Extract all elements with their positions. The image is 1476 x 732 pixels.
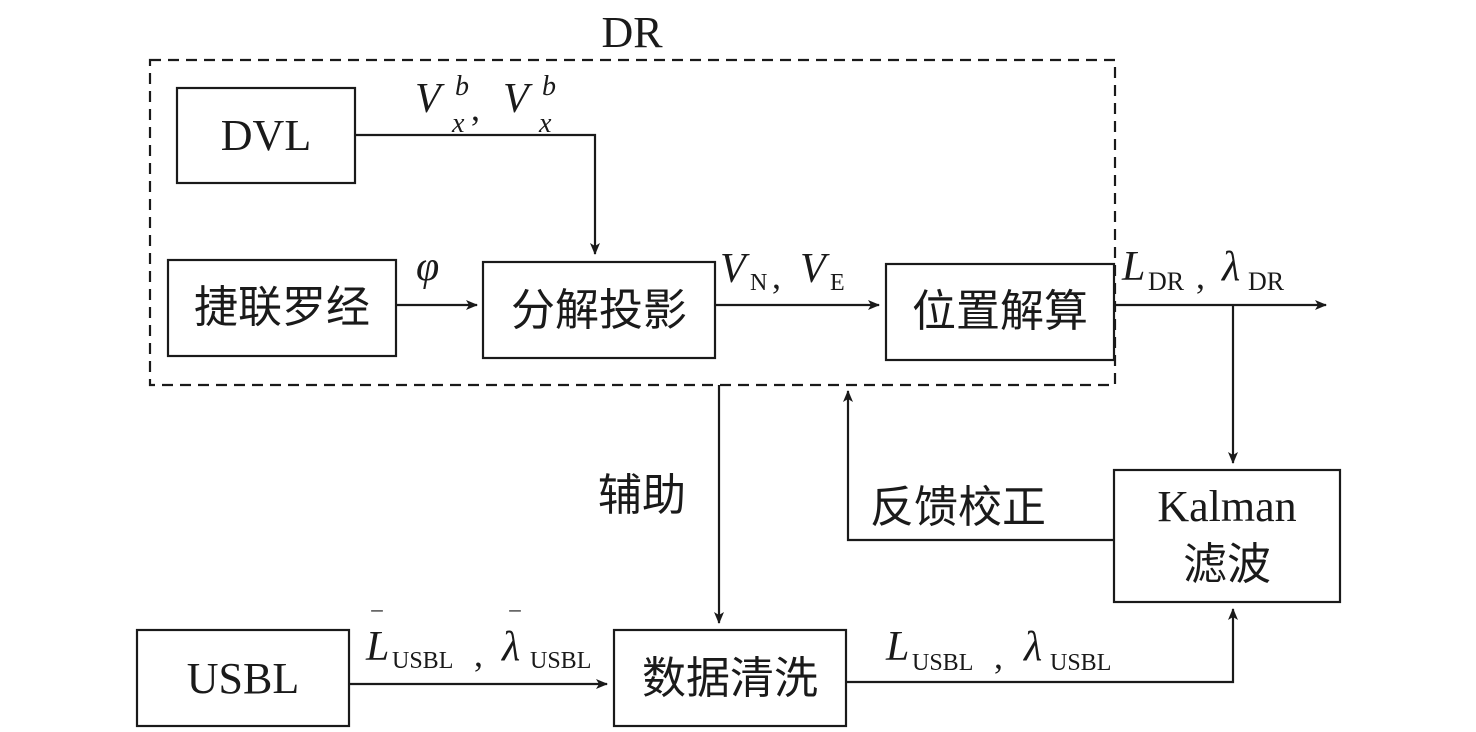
compass-block-label: 捷联罗经 bbox=[194, 283, 370, 332]
dvl-vel-sub-2: x bbox=[538, 108, 552, 139]
cleaning-to-kalman-arrow bbox=[846, 608, 1238, 684]
usbl-clean-sub-1: USBL bbox=[912, 650, 973, 676]
usbl-clean-label: L USBL , λ USBL bbox=[885, 624, 1111, 676]
dvl-vel-symbol-2: V bbox=[503, 76, 533, 122]
usbl-clean-symbol-1: L bbox=[885, 624, 909, 670]
dvl-vel-sup-2: b bbox=[542, 71, 556, 102]
dvl-vel-comma: , bbox=[471, 88, 480, 128]
usbl-raw-bar-1: ‾ bbox=[371, 608, 383, 641]
usbl-clean-comma: , bbox=[994, 636, 1003, 676]
compass-block: 捷联罗经 bbox=[166, 258, 398, 358]
feedback-label: 反馈校正 bbox=[870, 483, 1046, 532]
dvl-velocity-label: V b x , V b x bbox=[415, 71, 556, 139]
dr-out-symbol-2: λ bbox=[1220, 244, 1240, 290]
usbl-raw-symbol-1: L bbox=[365, 624, 389, 670]
feedback-correction-arrow bbox=[843, 390, 1114, 542]
dr-output-label: L DR , λ DR bbox=[1121, 244, 1285, 296]
kalman-block-label-line1: Kalman bbox=[1157, 482, 1296, 531]
cleaning-block-label: 数据清洗 bbox=[642, 654, 818, 703]
position-block: 位置解算 bbox=[884, 262, 1116, 362]
nav-vel-comma: , bbox=[772, 256, 781, 296]
cleaning-block: 数据清洗 bbox=[612, 628, 848, 728]
usbl-raw-label: ‾ L USBL , ‾ λ USBL bbox=[365, 608, 591, 674]
usbl-clean-symbol-2: λ bbox=[1022, 624, 1042, 670]
dr-group-label: DR bbox=[601, 8, 663, 57]
dvl-vel-sub-1: x bbox=[451, 108, 465, 139]
dvl-block-label: DVL bbox=[221, 111, 311, 160]
dvl-vel-sup-1: b bbox=[455, 71, 469, 102]
dvl-vel-symbol-1: V bbox=[415, 76, 445, 122]
position-block-label: 位置解算 bbox=[912, 287, 1088, 336]
heading-label: φ bbox=[416, 244, 439, 290]
dvl-block: DVL bbox=[175, 86, 357, 185]
dr-out-comma: , bbox=[1196, 256, 1205, 296]
usbl-raw-bar-2: ‾ bbox=[509, 608, 521, 641]
nav-vel-symbol-1: V bbox=[720, 246, 750, 292]
nav-vel-symbol-2: V bbox=[800, 246, 830, 292]
usbl-raw-sub-1: USBL bbox=[392, 648, 453, 674]
usbl-raw-comma: , bbox=[474, 634, 483, 674]
kalman-block: Kalman 滤波 bbox=[1112, 468, 1342, 604]
projection-block-label: 分解投影 bbox=[511, 286, 687, 335]
assist-label: 辅助 bbox=[598, 471, 686, 520]
nav-vel-sub-1: N bbox=[750, 270, 767, 296]
nav-vel-sub-2: E bbox=[830, 270, 845, 296]
dr-out-sub-2: DR bbox=[1248, 267, 1285, 296]
usbl-block: USBL bbox=[135, 628, 351, 728]
dr-out-symbol-1: L bbox=[1121, 244, 1145, 290]
dvl-to-projection-arrow bbox=[355, 133, 600, 255]
usbl-block-label: USBL bbox=[187, 654, 299, 703]
usbl-raw-symbol-2: λ bbox=[500, 624, 520, 670]
dr-group-boundary bbox=[148, 58, 1117, 387]
dr-out-sub-1: DR bbox=[1148, 267, 1185, 296]
usbl-raw-sub-2: USBL bbox=[530, 648, 591, 674]
usbl-clean-sub-2: USBL bbox=[1050, 650, 1111, 676]
projection-block: 分解投影 bbox=[481, 260, 717, 360]
kalman-block-label-line2: 滤波 bbox=[1183, 540, 1271, 589]
nav-velocity-label: V N , V E bbox=[720, 246, 845, 296]
